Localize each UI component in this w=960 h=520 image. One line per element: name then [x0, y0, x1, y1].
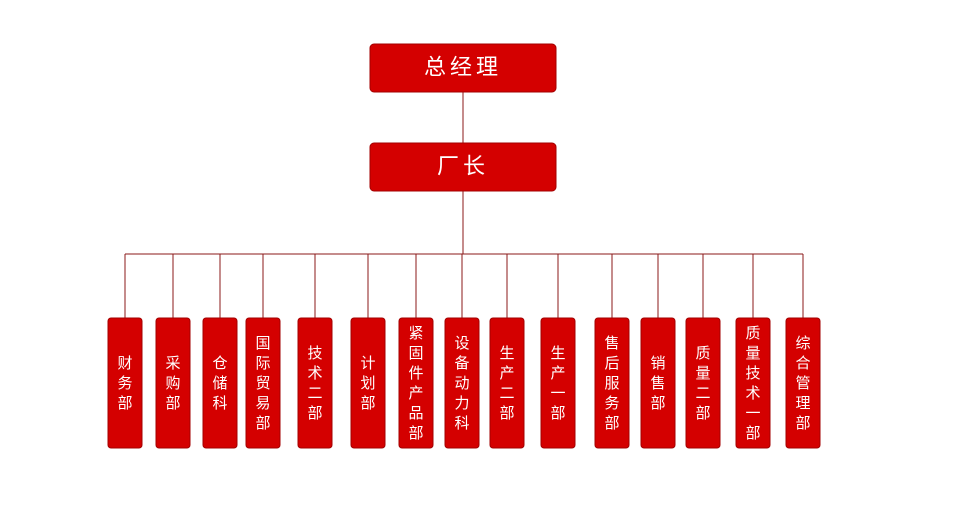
node-dept-box	[398, 317, 434, 449]
node-dept-box	[155, 317, 191, 449]
node-dept-9: 生产二部	[489, 317, 525, 449]
connectors	[124, 92, 804, 318]
node-dept-label: 仓储科	[212, 354, 227, 412]
node-dept-box	[685, 317, 721, 449]
node-dept-box	[594, 317, 630, 449]
node-dept-1: 财务部	[107, 317, 143, 449]
node-dept-7: 紧固件产品部	[398, 317, 434, 449]
node-dept-15: 综合管理部	[785, 317, 821, 449]
node-factory-director-box	[369, 142, 557, 192]
node-dept-box	[107, 317, 143, 449]
node-dept-11: 售后服务部	[594, 317, 630, 449]
node-general-manager: 总经理	[369, 43, 557, 93]
node-dept-5: 技术二部	[297, 317, 333, 449]
node-dept-label: 销售部	[650, 354, 665, 412]
node-dept-10: 生产一部	[540, 317, 576, 449]
node-dept-4: 国际贸易部	[245, 317, 281, 449]
node-dept-box	[540, 317, 576, 449]
node-dept-8: 设备动力科	[444, 317, 480, 449]
node-factory-director: 厂长	[369, 142, 557, 192]
node-dept-box	[350, 317, 386, 449]
node-dept-13: 质量二部	[685, 317, 721, 449]
node-dept-box	[489, 317, 525, 449]
node-dept-label: 生产二部	[499, 344, 514, 422]
node-dept-label: 紧固件产品部	[408, 324, 423, 442]
departments: 财务部 采购部 仓储科 国际贸易部 技术二部 计划部 紧固件产品部 设备动力科 生产二部 生产一部…	[107, 317, 821, 449]
node-general-manager-label: 总经理	[424, 56, 502, 81]
node-dept-label: 质量技术一部	[745, 324, 760, 442]
node-dept-label: 采购部	[165, 354, 180, 412]
node-dept-2: 采购部	[155, 317, 191, 449]
node-dept-box	[297, 317, 333, 449]
node-dept-box	[785, 317, 821, 449]
node-dept-label: 综合管理部	[795, 334, 810, 432]
node-dept-box	[202, 317, 238, 449]
node-dept-label: 生产一部	[550, 344, 565, 422]
node-dept-6: 计划部	[350, 317, 386, 449]
node-dept-label: 计划部	[360, 354, 375, 412]
node-dept-box	[245, 317, 281, 449]
node-dept-label: 技术二部	[307, 344, 322, 422]
node-general-manager-box	[369, 43, 557, 93]
node-dept-box	[735, 317, 771, 449]
node-dept-label: 质量二部	[695, 344, 710, 422]
node-dept-12: 销售部	[640, 317, 676, 449]
node-dept-14: 质量技术一部	[735, 317, 771, 449]
node-dept-label: 设备动力科	[454, 334, 469, 432]
node-dept-label: 财务部	[117, 354, 132, 412]
node-dept-label: 售后服务部	[604, 334, 619, 432]
node-dept-box	[444, 317, 480, 449]
node-dept-3: 仓储科	[202, 317, 238, 449]
node-factory-director-label: 厂长	[437, 155, 489, 180]
node-dept-box	[640, 317, 676, 449]
node-dept-label: 国际贸易部	[255, 334, 270, 432]
